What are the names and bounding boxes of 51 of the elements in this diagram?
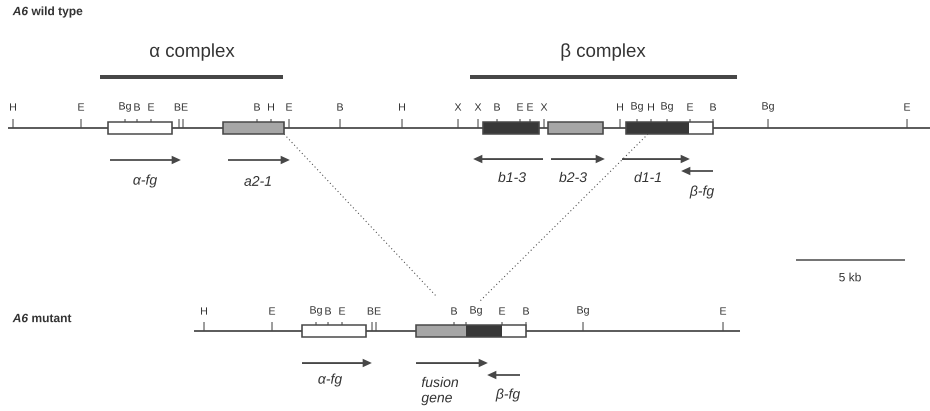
gene-label: fusion gene <box>421 376 458 406</box>
site-label: E <box>339 307 346 315</box>
site-label: E <box>687 103 694 111</box>
site-label: Bg <box>661 102 673 112</box>
site-label: Bg <box>119 102 131 112</box>
site-label: H <box>617 103 623 111</box>
site-label: E <box>527 103 534 111</box>
site-label: E <box>720 307 726 315</box>
site-label: H <box>268 103 274 111</box>
site-label: B <box>451 307 457 315</box>
gene-label: α-fg <box>318 373 342 387</box>
site-label: H <box>399 103 405 111</box>
site-label: B <box>337 103 343 111</box>
site-label: E <box>148 103 154 111</box>
gene-label: α-fg <box>133 174 158 188</box>
site-label: B <box>325 307 331 315</box>
site-label: E <box>269 307 276 315</box>
scale-label: 5 kb <box>839 272 861 282</box>
panel-title: A6 wild type <box>12 6 82 18</box>
site-label: Bg <box>762 102 774 112</box>
site-label: Bg <box>470 306 482 316</box>
gene-label: β-fg <box>690 185 714 199</box>
site-label: H <box>648 103 654 111</box>
site-label: B <box>494 103 500 111</box>
gene-label: b2-3 <box>559 172 587 182</box>
complex-label: α complex <box>150 43 235 61</box>
site-label: H <box>201 307 207 315</box>
gene-label: β-fg <box>496 388 520 402</box>
site-label: B <box>710 103 716 111</box>
site-label: X <box>540 103 548 111</box>
panel-title: A6 mutant <box>12 314 72 322</box>
site-label: B <box>254 103 260 111</box>
gene-label: d1-1 <box>634 172 661 182</box>
gene-label: a2-1 <box>244 176 271 186</box>
site-label: E <box>286 103 292 111</box>
site-label: Bg <box>577 306 589 316</box>
site-label: X <box>474 103 482 111</box>
site-label: B <box>523 307 529 315</box>
site-label: H <box>10 103 16 111</box>
site-label: E <box>904 103 910 111</box>
site-label: X <box>454 103 462 111</box>
site-label: Bg <box>310 306 322 316</box>
site-label: BE <box>174 103 188 111</box>
site-label: E <box>78 103 84 111</box>
site-label: E <box>517 103 524 111</box>
site-label: B <box>134 103 140 111</box>
site-label: E <box>499 307 506 315</box>
site-label: Bg <box>631 102 643 112</box>
complex-label: β complex <box>562 43 646 61</box>
site-label: BE <box>368 307 381 315</box>
gene-label: b1-3 <box>498 172 526 182</box>
